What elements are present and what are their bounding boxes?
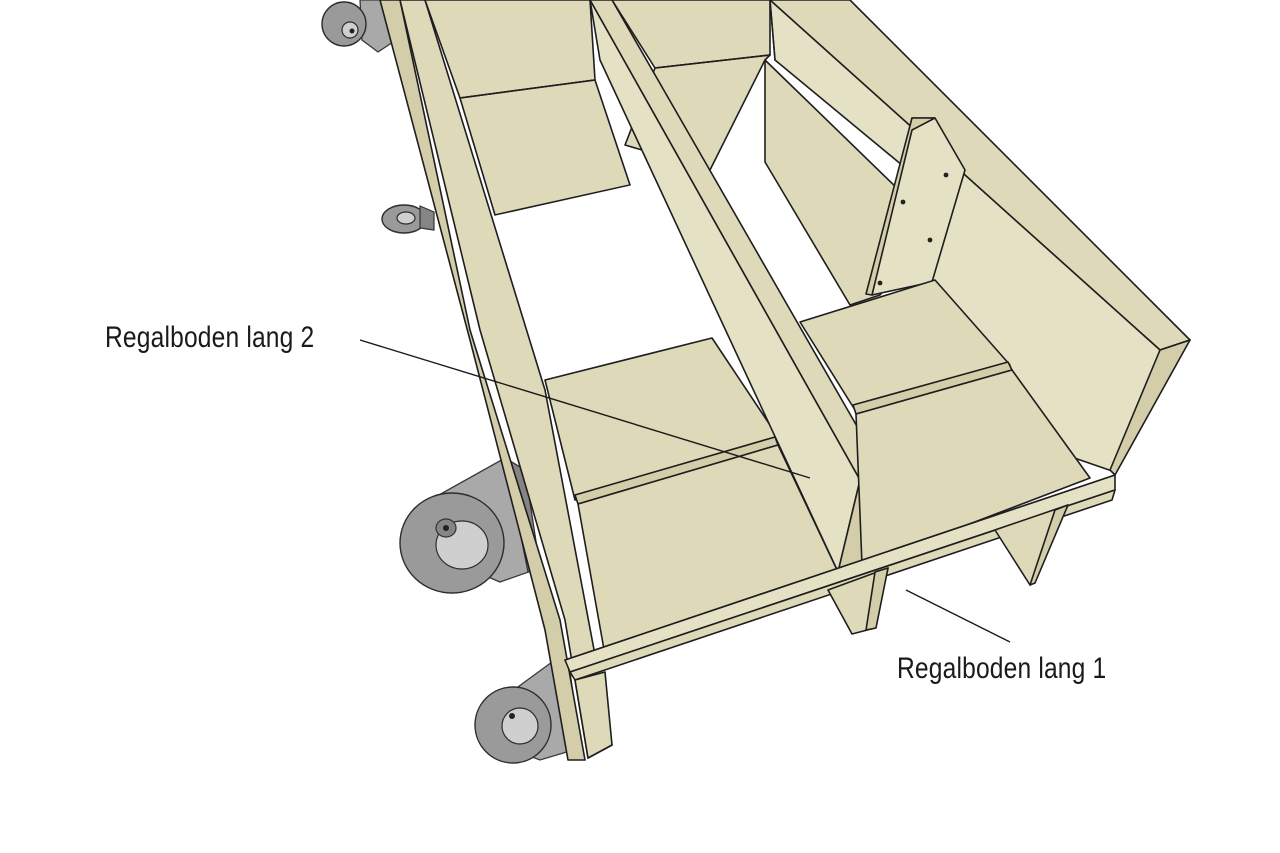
small-divider xyxy=(865,117,966,296)
outline-details xyxy=(459,0,1191,661)
leader-line-shelf-1 xyxy=(905,589,1011,643)
shelf-long-2 xyxy=(544,279,1013,505)
caster-middle xyxy=(381,204,435,234)
label-shelf-long-1: Regalboden lang 1 xyxy=(897,652,1107,685)
lower-compartments xyxy=(577,369,1091,656)
leader-line-shelf-2 xyxy=(359,339,811,479)
legs xyxy=(574,504,1069,759)
shelf-opening-right xyxy=(715,162,850,318)
shelf-opening-left xyxy=(495,185,712,380)
label-shelf-long-2: Regalboden lang 2 xyxy=(105,321,315,354)
left-side-panel xyxy=(379,0,613,761)
